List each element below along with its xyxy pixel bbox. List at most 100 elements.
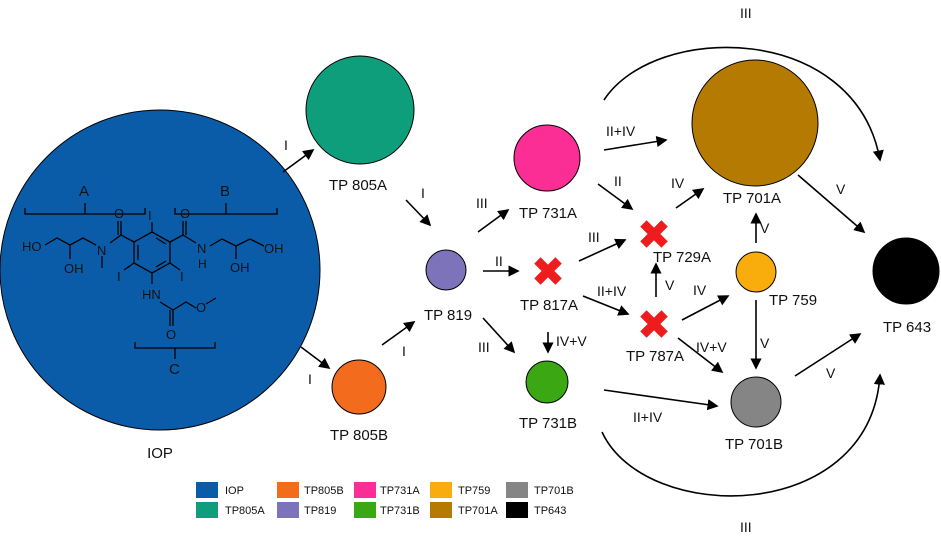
atom-n-right: N: [197, 241, 206, 256]
node-tp731b-circle: [525, 360, 569, 404]
atom-oh-left-mid: OH: [64, 261, 84, 276]
arrow-iop-805b: [300, 346, 331, 370]
legend-swatch-tp731a: [354, 482, 376, 498]
node-tp805a-circle: [305, 55, 415, 165]
edge-label-787a-701b: IV+V: [696, 339, 727, 355]
atom-oh-right-mid: OH: [230, 260, 250, 275]
edge-label-arc-bottom: III: [740, 519, 752, 535]
node-tp701b-circle: [730, 376, 782, 428]
node-tp805b-label: TP 805B: [330, 427, 388, 444]
arrow-arc-bottom: [601, 373, 885, 497]
cross-mark-tp729a: [640, 220, 668, 248]
node-tp819-label: TP 819: [424, 307, 472, 324]
node-tp731b-label: TP 731B: [519, 415, 577, 432]
node-tp817a-label: TP 817A: [520, 297, 578, 314]
edge-label-819-731b: III: [478, 339, 490, 355]
arrow-817a-729a: [578, 238, 627, 262]
arrow-805b-819: [381, 321, 416, 346]
atom-o-bottom-carbonyl: O: [166, 327, 176, 342]
legend-swatch-tp805a: [196, 502, 218, 518]
edge-label-701b-643: V: [826, 365, 836, 381]
arrow-819-731b: [482, 317, 516, 354]
legend-swatch-tp643: [506, 502, 528, 518]
atom-n-left: N: [97, 243, 106, 258]
arrow-731b-701b: [603, 389, 719, 411]
legend-label-tp805b: TP805B: [304, 485, 344, 497]
edge-label-787a-759: IV: [693, 282, 707, 298]
edge-label-iop-805a: I: [284, 137, 288, 153]
legend-label-tp805a: TP805A: [225, 505, 265, 517]
arrow-729a-701a: [675, 188, 705, 209]
arrow-701a-643: [797, 174, 866, 234]
arrow-787a-759: [681, 295, 730, 321]
legend-swatch-tp701b: [506, 482, 528, 498]
arrow-787a-701b: [677, 337, 724, 374]
atom-o-right: O: [180, 206, 190, 221]
edge-label-701a-643: V: [836, 181, 846, 197]
node-tp759-label: TP 759: [769, 292, 817, 309]
node-tp805a-label: TP 805A: [329, 177, 387, 194]
node-tp787a-label: TP 787A: [626, 348, 684, 365]
node-tp701b-label: TP 701B: [725, 436, 783, 453]
arrow-arc-top: [603, 46, 884, 162]
atom-hn-bottom: HN: [142, 287, 161, 302]
node-tp643-label: TP 643: [883, 319, 931, 336]
node-tp701a-circle: [691, 59, 819, 187]
iop-molecule-structure: I I I O O N H OH OH N HO OH HN O O A B C: [22, 183, 284, 378]
atom-i-right: I: [180, 269, 184, 284]
node-tp729a-label: TP 729A: [653, 249, 711, 266]
edge-label-iop-805b: I: [308, 371, 312, 387]
legend-label-tp701a: TP701A: [458, 505, 498, 517]
node-iop-circle: [0, 109, 321, 431]
edge-label-731a-701a: II+IV: [606, 123, 636, 139]
edge-label-819-817a: II: [495, 253, 503, 269]
legend-label-tp731a: TP731A: [380, 485, 420, 497]
edge-label-729a-701a: IV: [671, 175, 685, 191]
legend-swatch-tp731b: [354, 502, 376, 518]
legend: IOP TP805B TP731A TP759 TP701B TP805A TP…: [196, 482, 574, 518]
legend-label-tp643: TP643: [534, 505, 566, 517]
node-tp759-circle: [735, 251, 777, 293]
edge-label-805b-819: I: [402, 343, 406, 359]
arrow-805a-819: [405, 199, 432, 227]
legend-swatch-tp805b: [277, 482, 299, 498]
node-tp819-circle: [425, 249, 467, 291]
legend-label-tp819: TP819: [304, 505, 336, 517]
node-iop-label: IOP: [147, 445, 173, 462]
region-a-label: A: [79, 183, 89, 200]
cross-mark-tp817a: [534, 257, 562, 285]
atom-ho-left-end: HO: [22, 239, 42, 254]
edge-label-731b-701b: II+IV: [633, 409, 663, 425]
arrow-iop-805a: [282, 149, 315, 173]
legend-label-tp759: TP759: [458, 485, 490, 497]
arrow-731a-701a: [603, 135, 668, 151]
arrow-731a-729a: [597, 183, 634, 210]
atom-i-left: I: [117, 269, 121, 284]
legend-swatch-tp759: [430, 482, 452, 498]
edge-label-805a-819: I: [421, 185, 425, 201]
arrow-817a-787a: [582, 295, 630, 316]
edge-label-819-731a: III: [476, 195, 488, 211]
legend-label-iop: IOP: [225, 485, 244, 497]
edge-label-817a-731b: IV+V: [556, 333, 587, 349]
legend-swatch-iop: [196, 482, 218, 498]
cross-mark-tp787a: [640, 310, 668, 338]
edge-label-817a-729a: III: [588, 229, 600, 245]
node-tp731a-circle: [513, 124, 581, 192]
node-tp701a-label: TP 701A: [723, 190, 781, 207]
edge-label-731a-729a: II: [614, 173, 622, 189]
arrow-819-731a: [477, 209, 510, 233]
atom-o-left: O: [114, 206, 124, 221]
edge-label-arc-top: III: [740, 5, 752, 21]
region-c-label: C: [169, 361, 180, 378]
edge-label-759-701b: V: [760, 335, 770, 351]
legend-label-tp731b: TP731B: [380, 505, 420, 517]
node-tp643-circle: [872, 237, 940, 305]
legend-swatch-tp819: [277, 502, 299, 518]
atom-oh-right-end: OH: [264, 241, 284, 256]
node-tp731a-label: TP 731A: [519, 205, 577, 222]
arrow-701b-643: [794, 333, 862, 377]
edge-label-817a-787a: II+IV: [597, 283, 627, 299]
